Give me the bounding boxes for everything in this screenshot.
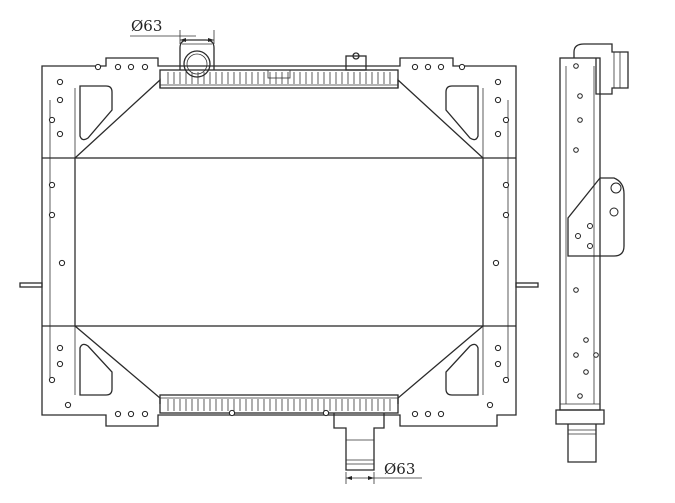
bottom-right-cutout	[445, 343, 479, 396]
side-bottom-fitting	[555, 409, 605, 463]
mounting-hole	[48, 376, 56, 384]
top-left-brace	[42, 78, 161, 159]
mounting-holes	[48, 63, 510, 418]
mounting-hole	[494, 344, 502, 352]
side-holes	[573, 63, 599, 399]
mounting-hole	[502, 116, 510, 124]
mounting-hole	[458, 63, 466, 71]
mounting-hole	[502, 181, 510, 189]
filler-neck	[267, 52, 367, 79]
mounting-hole	[502, 376, 510, 384]
mounting-hole	[56, 360, 64, 368]
mounting-hole	[437, 63, 445, 71]
mounting-hole	[127, 63, 135, 71]
top-inlet-dimension: Ø63	[130, 17, 215, 44]
side-hole	[583, 337, 589, 343]
front-view	[19, 39, 539, 471]
side-hole	[573, 147, 579, 153]
mounting-hole	[94, 63, 102, 71]
mounting-hole	[141, 63, 149, 71]
top-fins	[167, 72, 391, 84]
core-opening	[74, 157, 484, 327]
mounting-hole	[48, 211, 56, 219]
side-hole	[577, 93, 583, 99]
mounting-hole	[424, 410, 432, 418]
mounting-hole	[114, 410, 122, 418]
mounting-hole	[56, 78, 64, 86]
top-left-cutout	[79, 85, 113, 141]
mounting-hole	[494, 78, 502, 86]
bottom-left-cutout	[79, 343, 113, 396]
mounting-hole	[494, 96, 502, 104]
mounting-hole	[56, 344, 64, 352]
mounting-hole	[411, 63, 419, 71]
mounting-hole	[494, 130, 502, 138]
mounting-hole	[486, 401, 494, 409]
mounting-hole	[502, 211, 510, 219]
side-hole	[573, 63, 579, 69]
mounting-hole	[322, 409, 330, 417]
outer-frame	[41, 57, 517, 427]
mounting-hole	[64, 401, 72, 409]
side-view	[555, 43, 629, 463]
top-inlet-diameter-label: Ø63	[131, 17, 162, 35]
side-mid-bracket	[567, 177, 625, 257]
right-pin	[515, 279, 539, 291]
mounting-hole	[411, 410, 419, 418]
side-hole	[583, 369, 589, 375]
top-right-brace	[397, 78, 516, 159]
bottom-outlet-dimension: Ø63	[345, 460, 422, 484]
side-hole	[573, 287, 579, 293]
mounting-hole	[228, 409, 236, 417]
bottom-outlet	[333, 413, 385, 471]
mounting-hole	[494, 360, 502, 368]
side-hole	[593, 352, 599, 358]
mounting-hole	[48, 116, 56, 124]
left-pin	[19, 279, 43, 291]
mounting-hole	[48, 181, 56, 189]
mounting-hole	[437, 410, 445, 418]
bottom-outlet-diameter-label: Ø63	[384, 460, 415, 478]
mounting-hole	[56, 96, 64, 104]
top-right-cutout	[445, 85, 479, 141]
mounting-hole	[58, 259, 66, 267]
side-hole	[577, 117, 583, 123]
bottom-fins	[167, 399, 391, 411]
mounting-hole	[114, 63, 122, 71]
mounting-hole	[56, 130, 64, 138]
bottom-tank	[159, 394, 399, 414]
side-hole	[573, 352, 579, 358]
side-top-elbow	[573, 43, 629, 95]
mounting-hole	[127, 410, 135, 418]
side-hole	[577, 393, 583, 399]
mounting-hole	[492, 259, 500, 267]
mounting-hole	[424, 63, 432, 71]
mounting-hole	[141, 410, 149, 418]
top-inlet-neck	[179, 39, 215, 78]
